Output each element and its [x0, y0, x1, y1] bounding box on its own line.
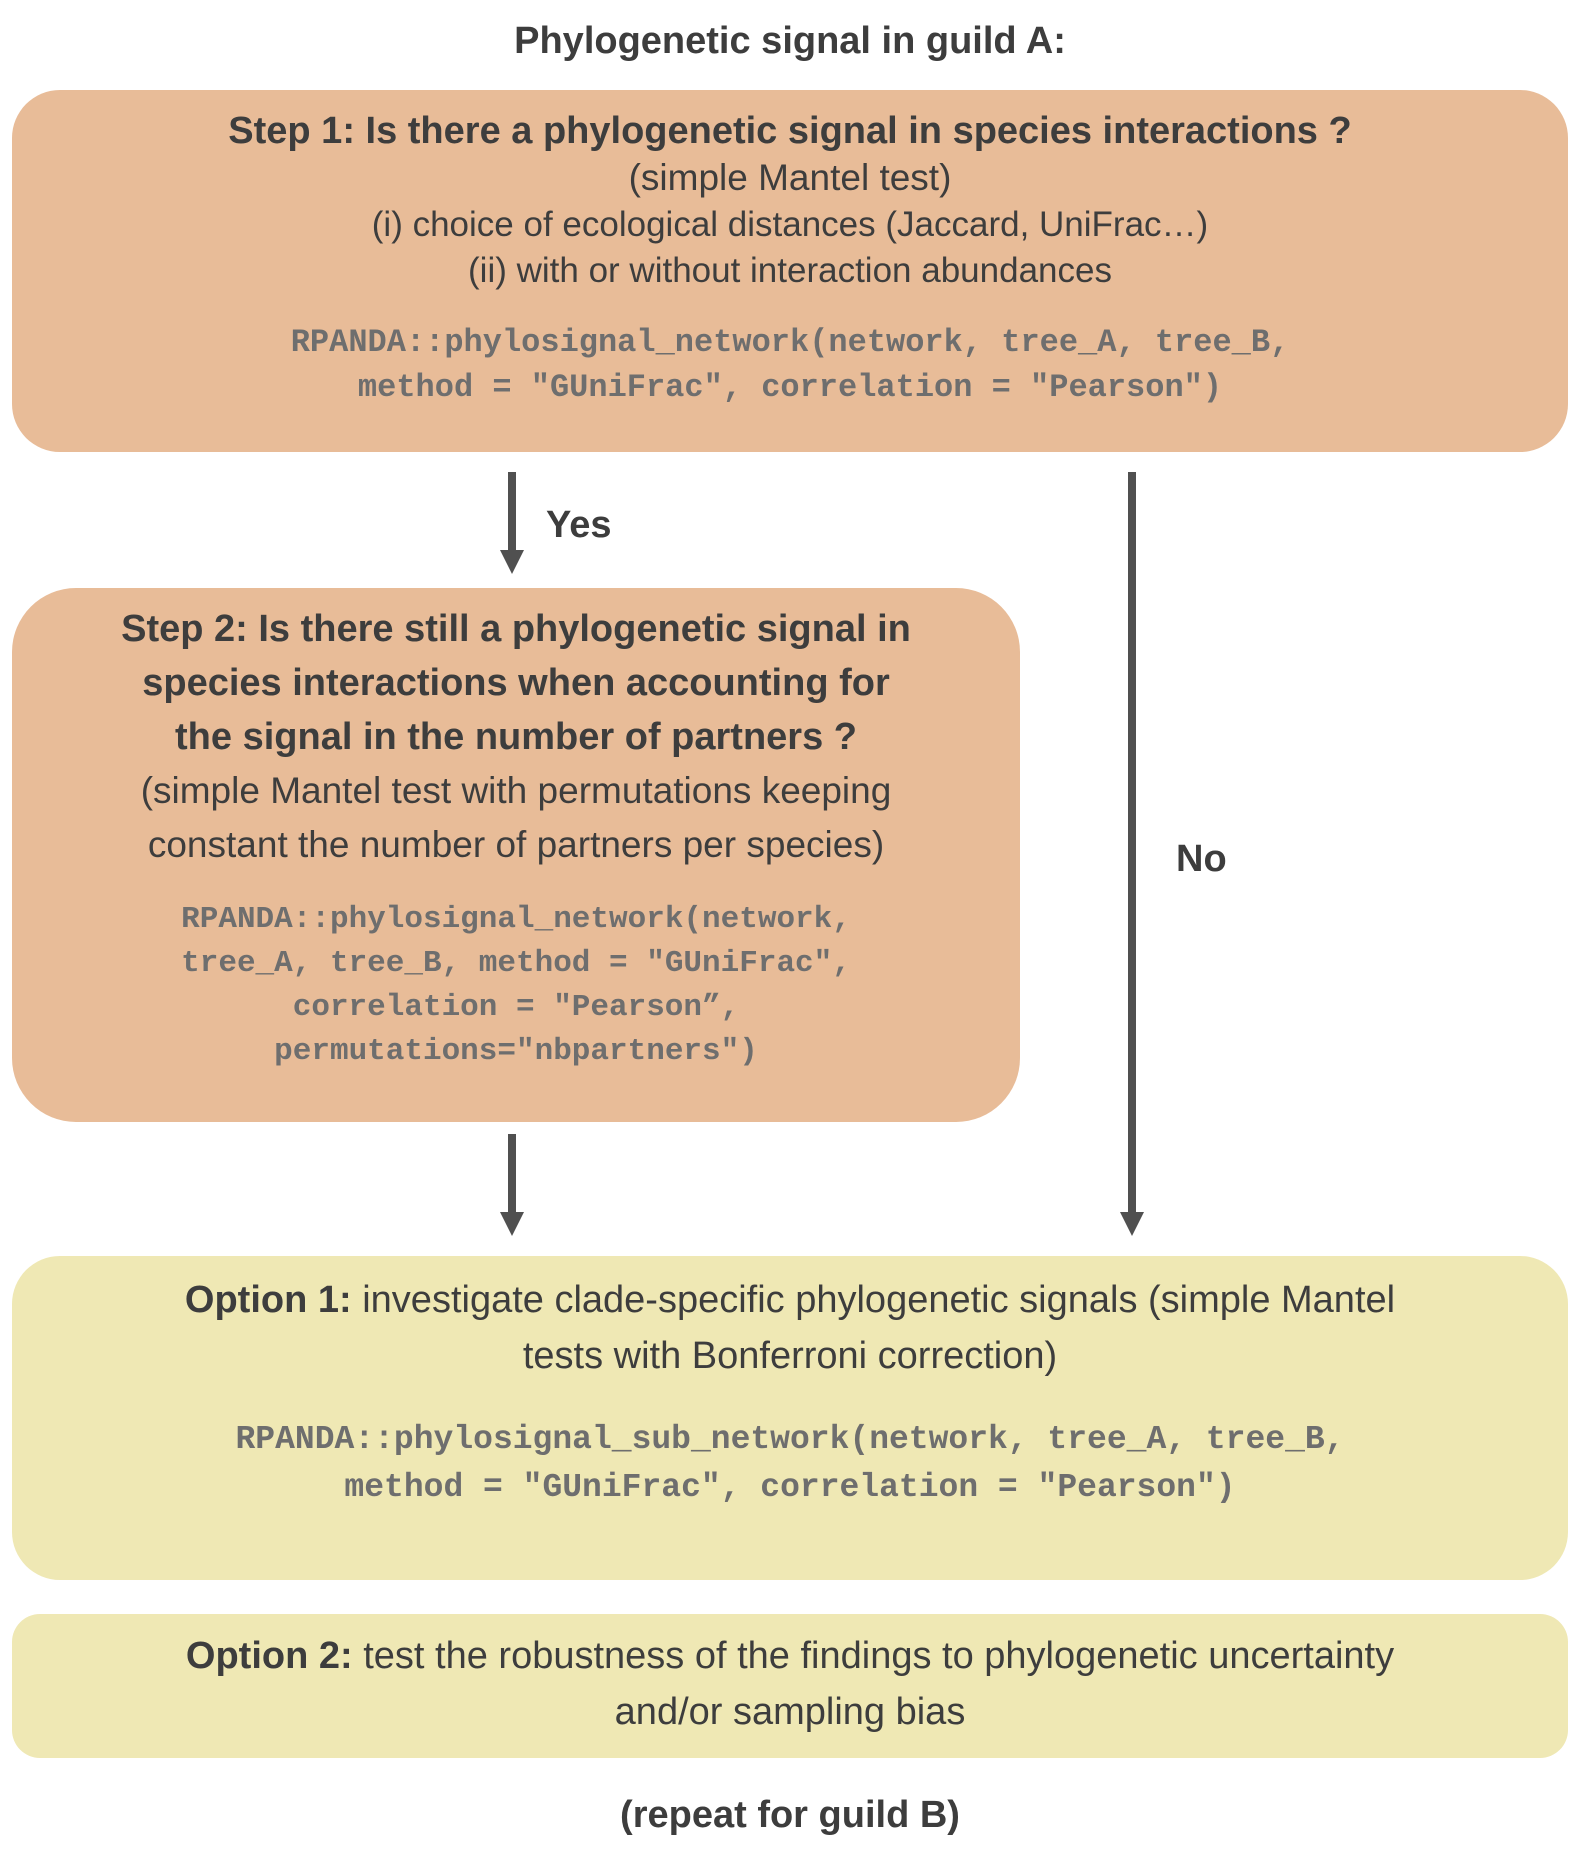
yes-arrow [500, 472, 524, 574]
step2-code-line4: permutations="nbpartners") [274, 1034, 758, 1069]
yes-label: Yes [546, 504, 612, 546]
step2-to-option-arrow [500, 1134, 524, 1236]
step2-code: RPANDA::phylosignal_network(network, tre… [12, 898, 1020, 1074]
step1-code-line1: RPANDA::phylosignal_network(network, tre… [290, 324, 1290, 361]
option1-label: Option 1: [184, 1279, 352, 1321]
step1-subtitle: (simple Mantel test) [628, 157, 952, 198]
step2-code-line3: correlation = "Pearson”, [292, 990, 740, 1025]
diagram-title: Phylogenetic signal in guild A: [514, 20, 1066, 62]
option1-code-line2: method = "GUniFrac", correlation = "Pear… [344, 1469, 1236, 1506]
option2-text-line2: and/or sampling bias [614, 1691, 966, 1733]
step1-box: Step 1: Is there a phylogenetic signal i… [12, 90, 1568, 452]
no-label: No [1176, 838, 1227, 880]
step1-code: RPANDA::phylosignal_network(network, tre… [12, 320, 1568, 410]
step2-sub-line2: constant the number of partners per spec… [147, 824, 885, 865]
option2-box: Option 2: test the robustness of the fin… [12, 1614, 1568, 1758]
step1-code-line2: method = "GUniFrac", correlation = "Pear… [357, 369, 1223, 406]
step2-heading-line1: Step 2: Is there still a phylogenetic si… [121, 608, 911, 650]
footer-note: (repeat for guild B) [620, 1794, 960, 1836]
step2-code-line1: RPANDA::phylosignal_network(network, [181, 902, 851, 937]
step1-heading: Step 1: Is there a phylogenetic signal i… [228, 110, 1352, 152]
option2-text-line1: test the robustness of the findings to p… [352, 1635, 1395, 1677]
step2-code-line2: tree_A, tree_B, method = "GUniFrac", [181, 946, 851, 981]
step1-line-ii: (ii) with or without interaction abundan… [468, 251, 1112, 290]
step2-box: Step 2: Is there still a phylogenetic si… [12, 588, 1020, 1122]
option1-box: Option 1: investigate clade-specific phy… [12, 1256, 1568, 1580]
option2-label: Option 2: [185, 1635, 353, 1677]
option1-code: RPANDA::phylosignal_sub_network(network,… [12, 1416, 1568, 1512]
step2-heading-line3: the signal in the number of partners ? [175, 716, 857, 758]
option1-code-line1: RPANDA::phylosignal_sub_network(network,… [235, 1421, 1345, 1458]
no-arrow [1120, 472, 1144, 1236]
option1-text-line2: tests with Bonferroni correction) [522, 1335, 1058, 1377]
step2-heading-line2: species interactions when accounting for [142, 662, 890, 704]
step2-sub-line1: (simple Mantel test with permutations ke… [140, 770, 892, 811]
step1-line-i: (i) choice of ecological distances (Jacc… [371, 205, 1209, 244]
option1-text-line1: investigate clade-specific phylogenetic … [351, 1279, 1396, 1321]
